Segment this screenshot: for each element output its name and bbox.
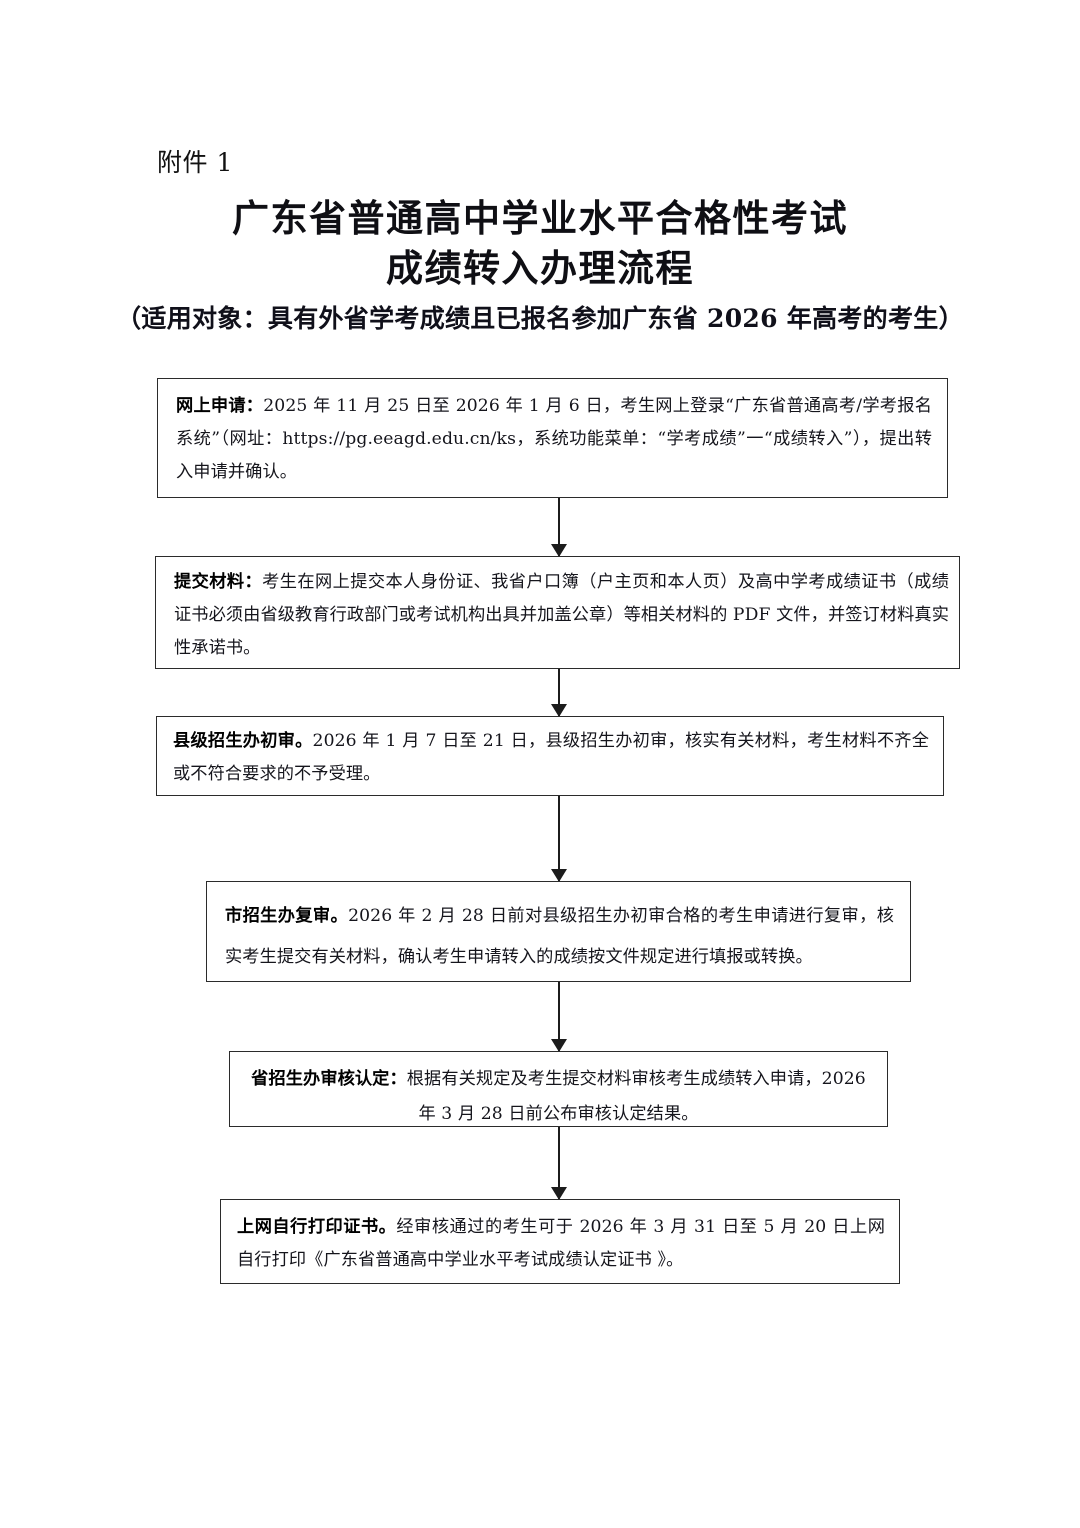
flow-step-body: 考生在网上提交本人身份证、我省户口簿（户主页和本人页）及高中学考成绩证书（成绩证…	[174, 572, 949, 659]
connector-arrow-4	[558, 982, 560, 1051]
flow-step-text: 县级招生办初审。2026 年 1 月 7 日至 21 日，县级招生办初审，核实有…	[173, 725, 929, 791]
flow-step-text: 提交材料：考生在网上提交本人身份证、我省户口簿（户主页和本人页）及高中学考成绩证…	[174, 566, 949, 666]
flow-step-body: 经审核通过的考生可于 2026 年 3 月 31 日至 5 月 20 日上网自行…	[237, 1217, 885, 1271]
flow-step-city-re-review: 市招生办复审。2026 年 2 月 28 日前对县级招生办初审合格的考生申请进行…	[206, 881, 911, 982]
flow-step-body: 2026 年 2 月 28 日前对县级招生办初审合格的考生申请进行复审，核实考生…	[225, 906, 894, 968]
connector-arrow-3	[558, 796, 560, 881]
flow-step-province-review-confirmation: 省招生办审核认定：根据有关规定及考生提交材料审核考生成绩转入申请，2026 年 …	[229, 1051, 888, 1127]
document-subtitle: （适用对象：具有外省学考成绩且已报名参加广东省 2026 年高考的考生）	[116, 304, 964, 333]
connector-arrow-5	[558, 1127, 560, 1199]
flow-step-body: 2025 年 11 月 25 日至 2026 年 1 月 6 日，考生网上登录“…	[176, 396, 932, 483]
flow-step-body: 根据有关规定及考生提交材料审核考生成绩转入申请，2026 年 3 月 28 日前…	[406, 1069, 866, 1125]
document-title-line-2: 成绩转入办理流程	[386, 246, 694, 290]
flow-step-county-preliminary-review: 县级招生办初审。2026 年 1 月 7 日至 21 日，县级招生办初审，核实有…	[156, 716, 944, 796]
connector-arrow-1	[558, 498, 560, 556]
flow-step-heading: 提交材料：	[174, 572, 263, 592]
flow-step-text: 网上申请：2025 年 11 月 25 日至 2026 年 1 月 6 日，考生…	[176, 390, 932, 490]
flow-step-text: 市招生办复审。2026 年 2 月 28 日前对县级招生办初审合格的考生申请进行…	[225, 896, 894, 979]
flow-step-heading: 县级招生办初审。	[173, 731, 313, 751]
flow-step-submit-materials: 提交材料：考生在网上提交本人身份证、我省户口簿（户主页和本人页）及高中学考成绩证…	[155, 556, 960, 669]
flow-step-online-application: 网上申请：2025 年 11 月 25 日至 2026 年 1 月 6 日，考生…	[157, 378, 948, 498]
flow-step-text: 省招生办审核认定：根据有关规定及考生提交材料审核考生成绩转入申请，2026 年 …	[244, 1062, 873, 1133]
flow-step-print-certificate: 上网自行打印证书。经审核通过的考生可于 2026 年 3 月 31 日至 5 月…	[220, 1199, 900, 1284]
flow-step-heading: 省招生办审核认定：	[251, 1069, 407, 1089]
flow-step-heading: 上网自行打印证书。	[237, 1217, 397, 1237]
document-title-line-1: 广东省普通高中学业水平合格性考试	[232, 196, 848, 240]
attachment-label: 附件 1	[157, 148, 233, 177]
connector-arrow-2	[558, 669, 560, 716]
flow-step-text: 上网自行打印证书。经审核通过的考生可于 2026 年 3 月 31 日至 5 月…	[237, 1211, 885, 1277]
flow-step-body: 2026 年 1 月 7 日至 21 日，县级招生办初审，核实有关材料，考生材料…	[173, 731, 929, 785]
flow-step-heading: 市招生办复审。	[225, 906, 349, 926]
flow-step-heading: 网上申请：	[176, 396, 264, 416]
